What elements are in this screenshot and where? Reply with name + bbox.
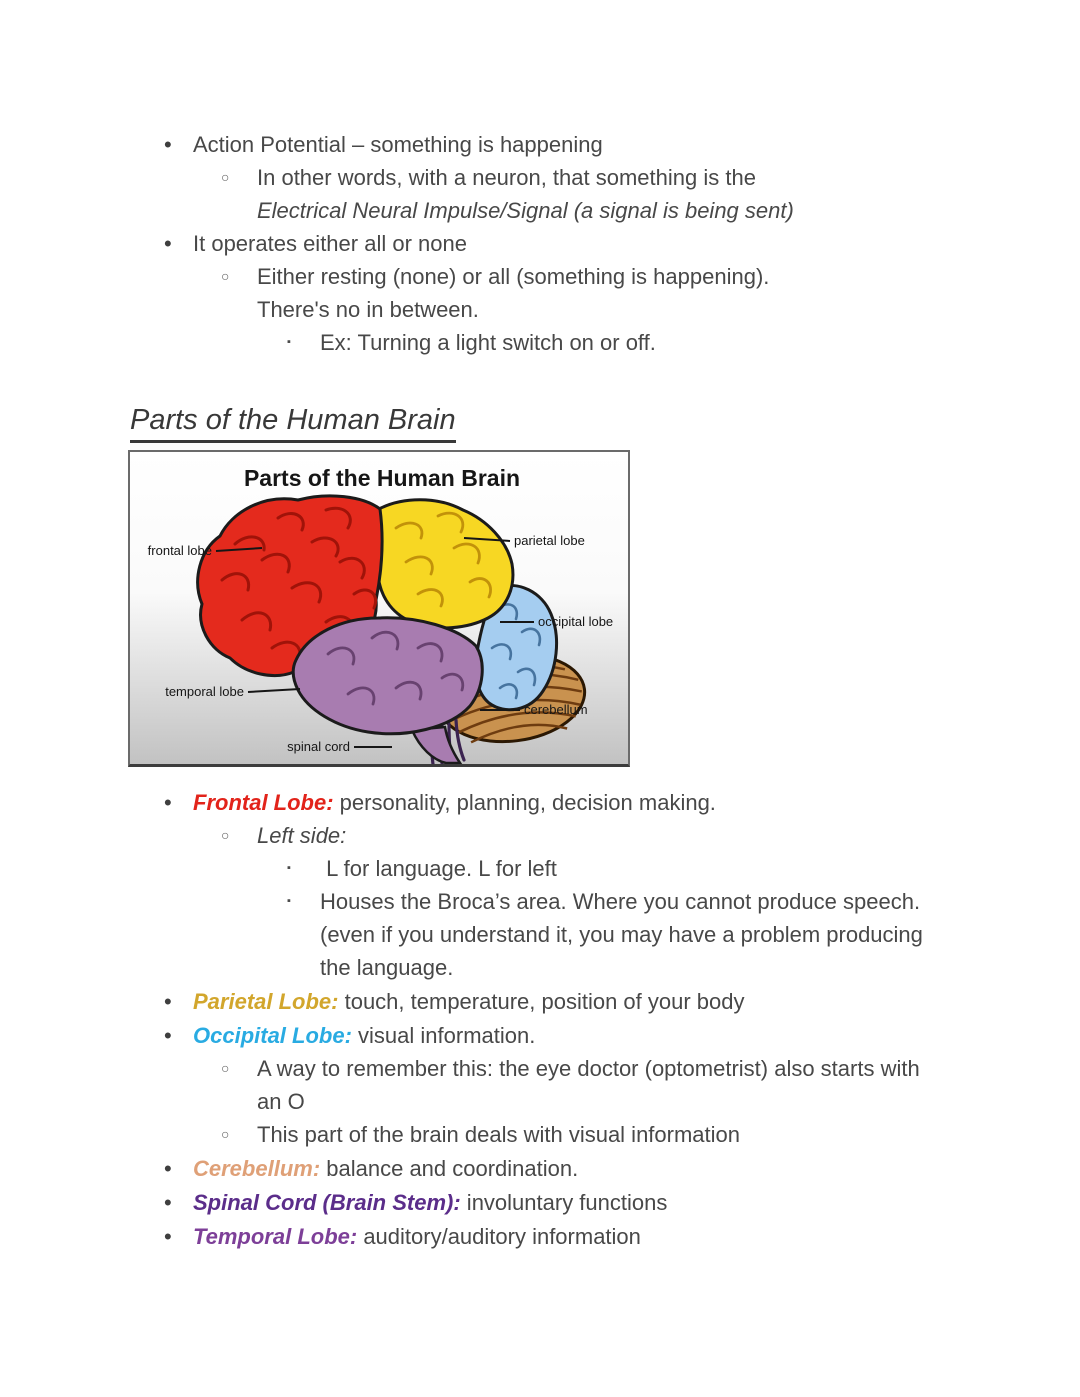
- occipital-lobe-desc: visual information.: [351, 1023, 536, 1048]
- occipital-lobe-label: occipital lobe: [538, 614, 613, 629]
- occipital-visual-line: This part of the brain deals with visual…: [257, 1122, 741, 1147]
- either-resting-line: Either resting (none) or all (something …: [257, 264, 770, 289]
- figure-title: Parts of the Human Brain: [244, 465, 520, 491]
- square-bullet-icon: ▪: [287, 336, 291, 348]
- dot-bullet-icon: •: [164, 132, 172, 157]
- temporal-lobe-shape: [291, 616, 484, 764]
- occipital-lobe-shape: [474, 584, 559, 712]
- brain-diagram: Parts of the Human Brain: [130, 452, 628, 764]
- bullet-all-or-none: • It operates either all or none: [0, 227, 1080, 260]
- occipital-lobe-text: Occipital Lobe: visual information.: [193, 1019, 535, 1052]
- brain-figure: Parts of the Human Brain: [128, 450, 630, 767]
- occipital-remember-text: A way to remember this: the eye doctor (…: [257, 1052, 933, 1118]
- label-lines: [215, 537, 534, 748]
- all-or-none-line: It operates either all or none: [193, 231, 467, 256]
- bullet-occipital-remember: ○ A way to remember this: the eye doctor…: [0, 1052, 1080, 1118]
- dot-bullet-icon: •: [164, 231, 172, 256]
- in-other-words-text: In other words, with a neuron, that some…: [257, 161, 794, 227]
- circle-bullet-icon: ○: [221, 1126, 230, 1142]
- occipital-lobe-term: Occipital Lobe:: [193, 1023, 352, 1048]
- l-for-language-text: L for language. L for left: [320, 852, 557, 885]
- all-or-none-text: It operates either all or none: [193, 227, 467, 260]
- bullet-broca-area: ▪ Houses the Broca’s area. Where you can…: [0, 885, 1080, 984]
- cerebellum-term: Cerebellum:: [193, 1156, 321, 1181]
- bullet-parietal-lobe: • Parietal Lobe: touch, temperature, pos…: [0, 985, 1080, 1018]
- bullet-action-potential: • Action Potential – something is happen…: [0, 128, 1080, 161]
- frontal-lobe-label: frontal lobe: [148, 543, 212, 558]
- spinal-cord-desc: involuntary functions: [460, 1190, 668, 1215]
- dot-bullet-icon: •: [164, 790, 172, 815]
- circle-bullet-icon: ○: [221, 268, 230, 284]
- either-resting-text: Either resting (none) or all (something …: [257, 260, 769, 326]
- cerebellum-text: Cerebellum: balance and coordination.: [193, 1152, 578, 1185]
- parietal-lobe-text: Parietal Lobe: touch, temperature, posit…: [193, 985, 745, 1018]
- bullet-temporal-lobe: • Temporal Lobe: auditory/auditory infor…: [0, 1220, 1080, 1253]
- bullet-spinal-cord: • Spinal Cord (Brain Stem): involuntary …: [0, 1186, 1080, 1219]
- dot-bullet-icon: •: [164, 1190, 172, 1215]
- action-potential-text: Action Potential – something is happenin…: [193, 128, 603, 161]
- broca-area-line: Houses the Broca’s area. Where you canno…: [320, 889, 923, 980]
- occipital-visual-text: This part of the brain deals with visual…: [257, 1118, 740, 1151]
- temporal-lobe-desc: auditory/auditory information: [357, 1224, 641, 1249]
- spinal-cord-term: Spinal Cord (Brain Stem):: [193, 1190, 461, 1215]
- electrical-impulse-line: Electrical Neural Impulse/Signal (a sign…: [257, 198, 794, 223]
- bullet-light-switch: ▪ Ex: Turning a light switch on or off.: [0, 326, 1080, 359]
- notes-content: • Action Potential – something is happen…: [0, 128, 1080, 1253]
- spinal-cord-text: Spinal Cord (Brain Stem): involuntary fu…: [193, 1186, 667, 1219]
- dot-bullet-icon: •: [164, 989, 172, 1014]
- bullet-in-other-words: ○ In other words, with a neuron, that so…: [0, 161, 1080, 227]
- circle-bullet-icon: ○: [221, 1060, 230, 1076]
- light-switch-text: Ex: Turning a light switch on or off.: [320, 326, 656, 359]
- action-potential-line: Action Potential – something is happenin…: [193, 132, 603, 157]
- parietal-lobe-label: parietal lobe: [514, 533, 585, 548]
- light-switch-line: Ex: Turning a light switch on or off.: [320, 330, 656, 355]
- dot-bullet-icon: •: [164, 1224, 172, 1249]
- temporal-lobe-text: Temporal Lobe: auditory/auditory informa…: [193, 1220, 641, 1253]
- parietal-lobe-desc: touch, temperature, position of your bod…: [338, 989, 745, 1014]
- occipital-remember-line: A way to remember this: the eye doctor (…: [257, 1056, 920, 1114]
- bullet-occipital-lobe: • Occipital Lobe: visual information.: [0, 1019, 1080, 1052]
- circle-bullet-icon: ○: [221, 827, 230, 843]
- square-bullet-icon: ▪: [287, 862, 291, 874]
- left-side-line: Left side:: [257, 823, 347, 848]
- bullet-either-resting: ○ Either resting (none) or all (somethin…: [0, 260, 1080, 326]
- bullet-cerebellum: • Cerebellum: balance and coordination.: [0, 1152, 1080, 1185]
- bullet-frontal-lobe: • Frontal Lobe: personality, planning, d…: [0, 786, 1080, 819]
- lobes-list: • Frontal Lobe: personality, planning, d…: [0, 786, 1080, 1253]
- temporal-lobe-term: Temporal Lobe:: [193, 1224, 358, 1249]
- dot-bullet-icon: •: [164, 1023, 172, 1048]
- in-other-words-line: In other words, with a neuron, that some…: [257, 165, 756, 190]
- bullet-l-for-language: ▪ L for language. L for left: [0, 852, 1080, 885]
- dot-bullet-icon: •: [164, 1156, 172, 1181]
- bullet-occipital-visual: ○ This part of the brain deals with visu…: [0, 1118, 1080, 1151]
- circle-bullet-icon: ○: [221, 169, 230, 185]
- parietal-lobe-term: Parietal Lobe:: [193, 989, 339, 1014]
- temporal-lobe-label: temporal lobe: [165, 684, 244, 699]
- no-in-between-line: There's no in between.: [257, 297, 479, 322]
- cerebellum-label: cerebellum: [524, 702, 588, 717]
- spinal-cord-label: spinal cord: [287, 739, 350, 754]
- cerebellum-desc: balance and coordination.: [320, 1156, 579, 1181]
- section-heading-wrap: Parts of the Human Brain: [130, 403, 1080, 443]
- square-bullet-icon: ▪: [287, 895, 291, 907]
- frontal-lobe-term: Frontal Lobe:: [193, 790, 334, 815]
- broca-area-text: Houses the Broca’s area. Where you canno…: [320, 885, 950, 984]
- left-side-text: Left side:: [257, 819, 346, 852]
- frontal-lobe-text: Frontal Lobe: personality, planning, dec…: [193, 786, 716, 819]
- page-title: Parts of the Human Brain: [130, 403, 456, 443]
- frontal-lobe-desc: personality, planning, decision making.: [333, 790, 716, 815]
- l-for-language-line: L for language. L for left: [320, 856, 557, 881]
- bullet-left-side: ○ Left side:: [0, 819, 1080, 852]
